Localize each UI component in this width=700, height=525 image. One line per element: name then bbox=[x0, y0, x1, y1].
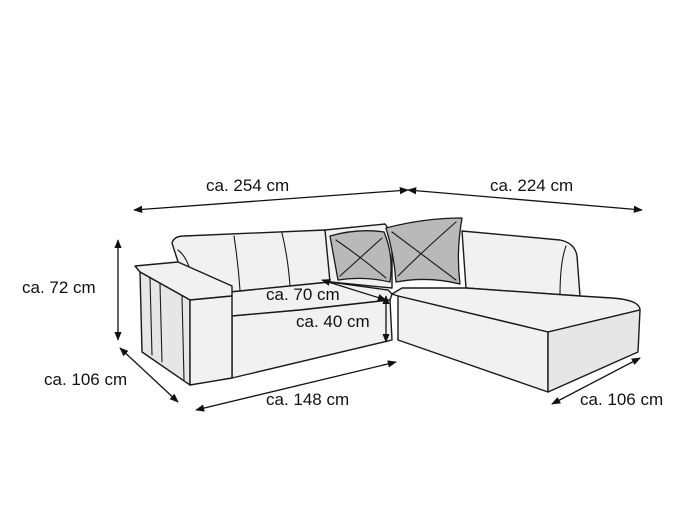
label-seat-depth: ca. 70 cm bbox=[266, 285, 340, 304]
dimension-labels: ca. 254 cm ca. 224 cm ca. 72 cm ca. 106 … bbox=[22, 176, 663, 409]
right-backrest bbox=[461, 230, 581, 297]
pillow-right bbox=[385, 217, 463, 285]
arrow-depth-right bbox=[551, 357, 641, 405]
label-total-width-right: ca. 224 cm bbox=[490, 176, 573, 195]
label-seat-width: ca. 148 cm bbox=[266, 390, 349, 409]
backrest-seam bbox=[281, 232, 291, 287]
backrest-seam bbox=[559, 245, 567, 297]
arrow-seat-width bbox=[195, 360, 397, 412]
arrow-depth-left bbox=[119, 347, 179, 403]
arrow-width-left bbox=[133, 186, 409, 214]
left-armrest-side bbox=[189, 295, 233, 386]
armrest-seam bbox=[149, 277, 153, 356]
label-height: ca. 72 cm bbox=[22, 278, 96, 297]
backrest-seam bbox=[233, 235, 241, 291]
corner-sofa bbox=[134, 217, 641, 393]
label-depth-right: ca. 106 cm bbox=[580, 390, 663, 409]
label-depth-left: ca. 106 cm bbox=[44, 370, 127, 389]
arrow-width-right bbox=[407, 187, 643, 213]
dimension-arrows bbox=[114, 186, 643, 412]
pillow-left bbox=[329, 230, 392, 283]
arrow-seat-depth bbox=[321, 278, 387, 302]
label-seat-height: ca. 40 cm bbox=[296, 312, 370, 331]
label-total-width-left: ca. 254 cm bbox=[206, 176, 289, 195]
armrest-seam bbox=[181, 295, 185, 381]
